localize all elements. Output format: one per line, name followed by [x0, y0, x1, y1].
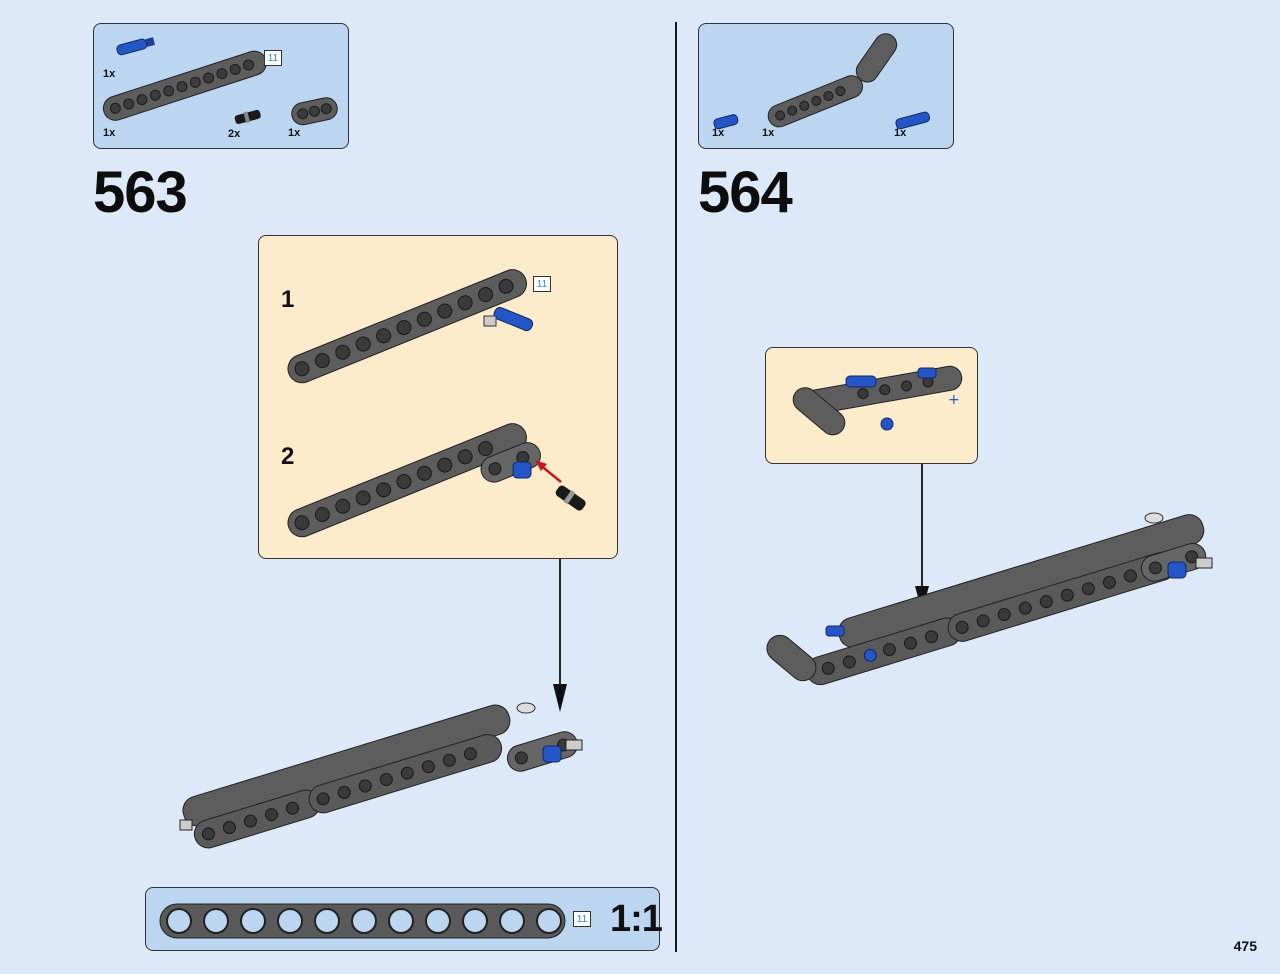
black-friction-pin-part	[234, 109, 261, 125]
substep-illustration	[287, 269, 586, 538]
substep-length-badge: 11	[533, 276, 551, 292]
beam-3-part	[291, 97, 338, 126]
page-number: 475	[1233, 938, 1257, 954]
subassembly-illustration-564: +	[792, 365, 963, 436]
beam-scale-illustration	[159, 903, 566, 939]
scale-label: 1:1	[610, 898, 663, 940]
beam-length-badge: 11	[264, 50, 282, 66]
parts-illustration-563	[102, 37, 338, 126]
parts-list-563: 1x 1x 2x 1x 11	[93, 23, 349, 149]
substep-number-2: 2	[281, 443, 295, 470]
subassembly-callout-564: +	[765, 347, 978, 464]
qty-black-pin: 2x	[228, 128, 241, 140]
axle-hole-mark: +	[948, 392, 960, 408]
scale-length-badge: 11	[573, 911, 591, 927]
qty-beam-3: 1x	[288, 127, 301, 139]
parts-list-564: 1x 1x 1x	[698, 23, 954, 149]
qty-blue-axle-pin: 1x	[103, 68, 116, 80]
qty-blue-pin: 1x	[712, 127, 725, 139]
qty-angled-beam: 1x	[762, 127, 775, 139]
blue-axle-pin-part	[116, 37, 156, 56]
substep-number-1: 1	[281, 286, 295, 313]
step-number-563: 563	[93, 160, 188, 225]
parts-illustration-564	[713, 33, 931, 130]
scale-ruler-box	[145, 887, 660, 951]
substep-callout-563: 1 2 11	[258, 235, 618, 559]
page-divider	[675, 22, 677, 952]
qty-beam-11: 1x	[103, 127, 116, 139]
step-number-564: 564	[698, 160, 793, 225]
qty-blue-axle-pin-564: 1x	[894, 127, 907, 139]
